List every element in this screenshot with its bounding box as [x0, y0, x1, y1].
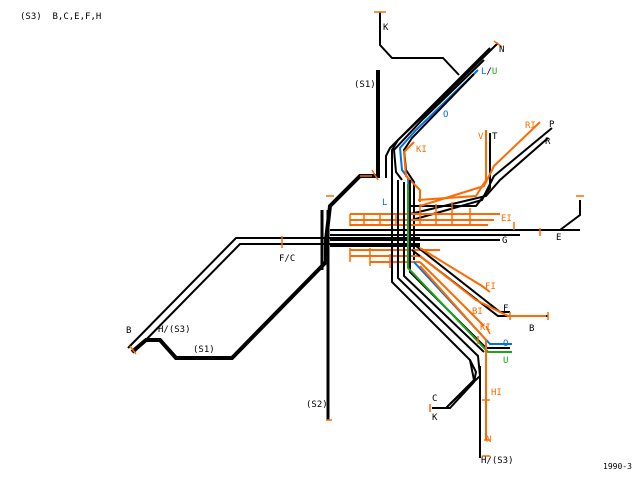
label-v: V: [478, 132, 484, 142]
label-h-s3-left: H/(S3): [158, 325, 191, 335]
label-k-bottom: K: [432, 413, 438, 423]
label-s2: (S2): [306, 400, 328, 410]
line-r: [409, 137, 549, 215]
line-s1: [324, 70, 380, 262]
label-hi: HI: [491, 388, 502, 398]
line-s1-sw: [130, 260, 328, 360]
label-t: T: [492, 132, 498, 142]
label-u: U: [503, 356, 508, 366]
label-b-right: B: [529, 324, 534, 334]
line-orange-v: [417, 130, 487, 201]
stop-ticks: [129, 11, 584, 457]
label-ei: EI: [501, 214, 512, 224]
label-g: G: [502, 236, 507, 246]
route-lines: [127, 12, 581, 458]
line-orange-fi: [419, 247, 491, 293]
label-s1-top: (S1): [354, 80, 376, 90]
line-west-b: [133, 243, 420, 353]
stop-tick: [485, 325, 491, 335]
legend-header: (S3) B,C,E,F,H: [20, 12, 102, 22]
label-f: F: [503, 304, 508, 314]
label-o-bottom: O: [503, 339, 508, 349]
diagram-code: 1990-3: [603, 462, 632, 471]
label-ki-top: KI: [416, 145, 427, 155]
label-s1-bottom: (S1): [193, 345, 215, 355]
line-p: [411, 127, 553, 221]
label-p: P: [549, 120, 555, 130]
line-orange-ri: [419, 121, 541, 207]
label-h-s3-bottom: H/(S3): [481, 456, 514, 466]
line-orange-ki: [402, 141, 421, 202]
label-n: N: [499, 45, 504, 55]
line-ne-a: [385, 47, 491, 178]
line-k-top: [379, 12, 460, 76]
label-ri: RI: [525, 121, 536, 131]
label-bi: BI: [472, 307, 483, 317]
label-e: E: [556, 233, 561, 243]
line-e-end: [559, 200, 581, 231]
label-c: C: [432, 394, 437, 404]
label-f-c: F/C: [279, 254, 295, 264]
label-k-top: K: [383, 23, 389, 33]
label-l: L: [382, 198, 387, 208]
label-b-left: B: [126, 326, 131, 336]
line-ne-b: [392, 59, 485, 181]
label-r: R: [545, 137, 551, 147]
label-ki-bottom: KI: [480, 323, 491, 333]
stop-tick: [129, 345, 137, 355]
line-se-blue: [413, 261, 512, 345]
label-o-top: O: [443, 110, 448, 120]
line-ne-blue: [398, 69, 479, 211]
line-west-a: [127, 237, 420, 349]
line-orange-hi: [419, 265, 487, 410]
line-se-green: [407, 184, 512, 353]
line-c-k: [432, 359, 478, 409]
stop-tick: [371, 169, 379, 181]
stop-tick: [493, 40, 503, 48]
line-orange-bi: [419, 255, 546, 317]
line-orange-ki2: [419, 261, 485, 327]
label-fi: FI: [485, 282, 496, 292]
label-n-bottom: N: [486, 435, 491, 445]
label-l-u: L/U: [481, 67, 497, 77]
line-se-3: [403, 182, 485, 353]
